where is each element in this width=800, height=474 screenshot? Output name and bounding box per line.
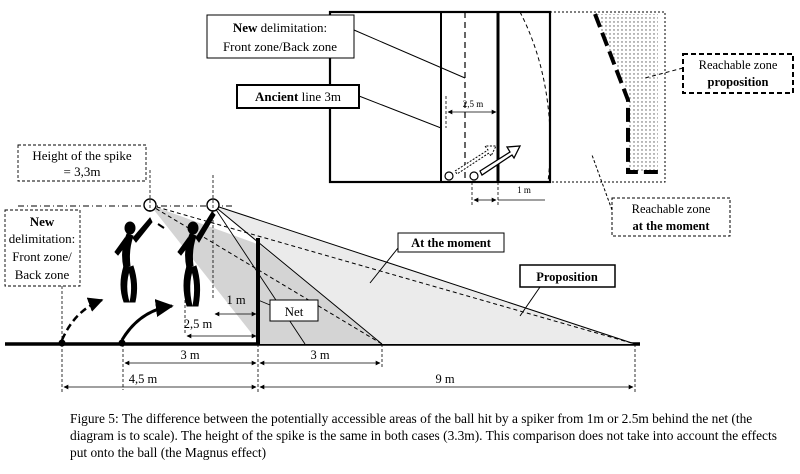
height-spike-line2: = 3,3m	[64, 164, 101, 179]
dashed-approach-arrow	[60, 297, 104, 341]
height-spike-line1: Height of the spike	[32, 148, 132, 163]
reachable-moment-curve	[519, 11, 551, 183]
ancient-line-box-text: Ancient line 3m	[255, 89, 341, 104]
dim-1m-label: 1 m	[226, 293, 245, 307]
figure-caption: Figure 5: The difference between the pot…	[70, 411, 777, 460]
approach-arrow	[120, 299, 174, 341]
leader-proposition	[519, 286, 541, 317]
side-view: Height of the spike = 3,3m New delimitat…	[4, 144, 640, 392]
new-delimitation-left-box	[4, 209, 81, 287]
reachable-proposition-border	[593, 13, 658, 174]
dim-2-5m-label: 2,5 m	[184, 317, 213, 331]
proposition-label: Proposition	[536, 270, 598, 284]
player-position-1	[444, 171, 454, 181]
at-moment-box	[397, 232, 505, 253]
new-delimitation-left-line4: Back zone	[15, 267, 70, 282]
top-view: 2,5 m 1 m New delimitation: Front zone/B…	[206, 10, 794, 237]
leader-new-delimitation	[353, 29, 466, 79]
new-delimitation-left-line2: delimitation:	[9, 231, 75, 246]
height-spike-box	[17, 144, 147, 182]
reachable-proposition-box	[682, 53, 794, 94]
arrow-icon	[479, 145, 522, 176]
new-delimitation-box	[206, 14, 355, 59]
dim-top-1m-label: 1 m	[517, 185, 531, 195]
traj-prop-top	[212, 204, 636, 345]
court-extension	[550, 11, 666, 183]
takeoff-point-2	[118, 339, 126, 347]
dim-3m-left-label: 3 m	[180, 348, 199, 362]
proposition-box	[519, 264, 616, 288]
reachable-moment-box	[611, 197, 731, 237]
net-label: Net	[285, 304, 304, 319]
dim-3m-right-label: 3 m	[310, 348, 329, 362]
at-moment-label: At the moment	[411, 236, 492, 250]
player-position-2	[469, 171, 479, 181]
new-delimitation-left-line3: Front zone/	[12, 249, 72, 264]
new-delimitation-left-line1: New	[30, 214, 55, 229]
dim-9m-label: 9 m	[435, 372, 454, 386]
leader-at-moment	[369, 247, 399, 284]
traj-moment-top	[149, 204, 636, 345]
reachable-proposition-line2: proposition	[708, 75, 769, 89]
spiker-icon	[177, 211, 216, 307]
new-delimitation-box-line2: Front zone/Back zone	[223, 39, 337, 54]
spiker-icon	[114, 217, 165, 303]
reachable-proposition-line1: Reachable zone	[699, 58, 778, 72]
net-box	[269, 299, 319, 322]
traj-prop-bottom	[212, 204, 383, 345]
dim-top-2-5m-label: 2,5 m	[463, 99, 484, 109]
leader-ancient	[358, 95, 442, 129]
new-delimitation-box-line1: New delimitation:	[233, 20, 327, 35]
reachable-moment-line2: at the moment	[632, 219, 710, 233]
dashed-arrow-icon	[454, 145, 497, 175]
reachable-moment-line1: Reachable zone	[632, 202, 711, 216]
dim-4-5m-label: 4,5 m	[129, 372, 158, 386]
